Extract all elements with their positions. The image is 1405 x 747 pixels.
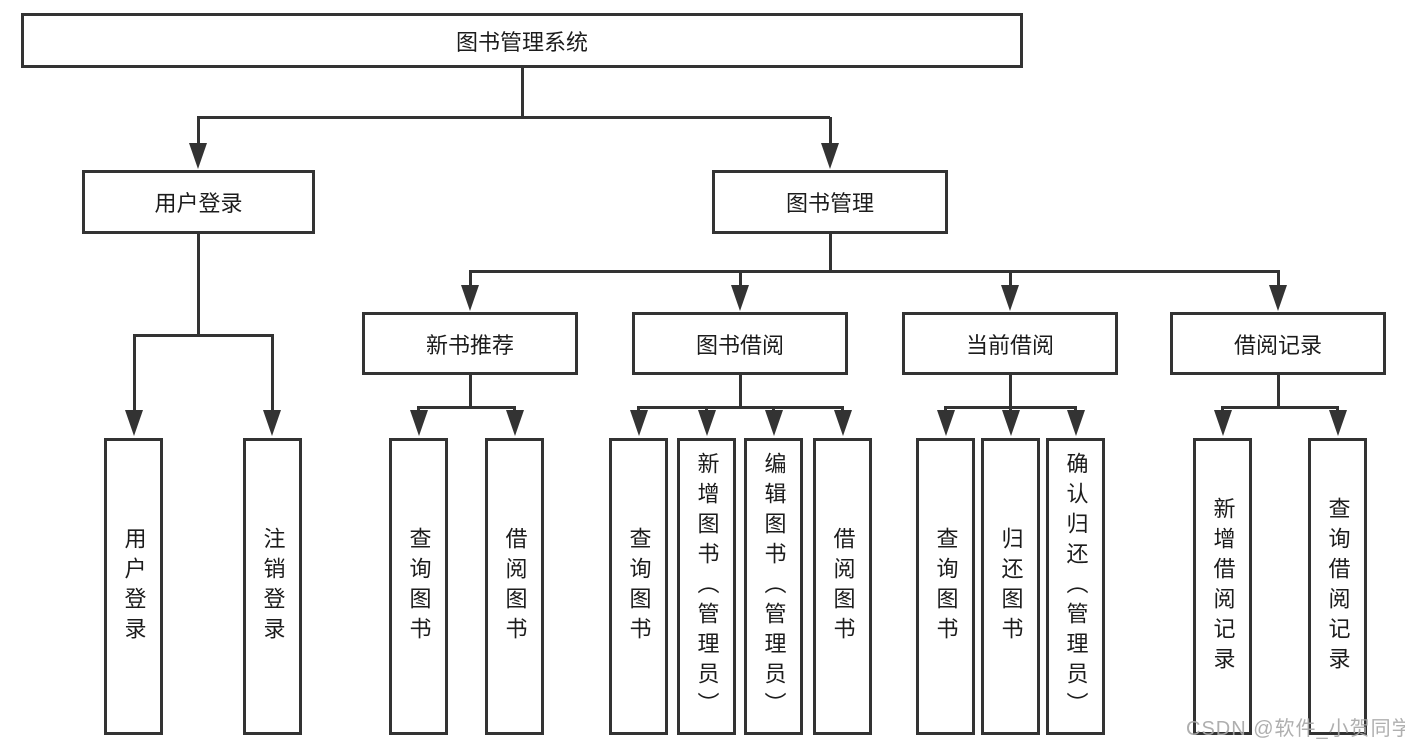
- node-book-borrow: 图书借阅: [632, 312, 848, 375]
- node-borrow-records-label: 借阅记录: [1233, 332, 1322, 358]
- leaf-borrow-books-label: 借阅图书: [830, 526, 856, 647]
- arrowhead-down-icon: [263, 410, 281, 436]
- leaf-add-books-admin-label: 新增图书（管理员）: [694, 451, 720, 722]
- connector-vline: [468, 270, 472, 287]
- connector-vline: [1276, 373, 1280, 407]
- connector-vline: [1336, 406, 1339, 412]
- connector-vline: [944, 406, 947, 412]
- arrowhead-down-icon: [1001, 410, 1020, 436]
- leaf-query-borrow-record: 查询借阅记录: [1308, 438, 1367, 735]
- leaf-query-books-borrow-label: 查询图书: [626, 526, 652, 647]
- connector-vline: [1008, 270, 1012, 287]
- node-book-management-label: 图书管理: [785, 191, 874, 216]
- arrowhead-down-icon: [125, 410, 143, 436]
- leaf-query-books-recommend: 查询图书: [389, 438, 448, 735]
- node-book-borrow-label: 图书借阅: [695, 332, 784, 358]
- connector-vline: [738, 373, 742, 407]
- connector-hline: [637, 405, 844, 409]
- node-borrow-records: 借阅记录: [1170, 312, 1386, 375]
- arrowhead-down-icon: [821, 143, 839, 169]
- connector-vline: [1276, 270, 1280, 287]
- leaf-edit-books-admin: 编辑图书（管理员）: [744, 438, 803, 735]
- leaf-add-books-admin: 新增图书（管理员）: [677, 438, 736, 735]
- node-root-label: 图书管理系统: [455, 29, 588, 55]
- node-root: 图书管理系统: [21, 13, 1023, 68]
- leaf-add-borrow-record: 新增借阅记录: [1193, 438, 1252, 735]
- leaf-query-books-recommend-label: 查询图书: [406, 526, 432, 647]
- arrowhead-down-icon: [764, 410, 783, 436]
- connector-vline: [828, 232, 832, 271]
- connector-vline: [196, 232, 200, 335]
- leaf-confirm-return-admin: 确认归还（管理员）: [1046, 438, 1105, 735]
- arrowhead-down-icon: [461, 285, 479, 311]
- connector-vline: [513, 406, 516, 412]
- connector-vline: [132, 334, 136, 412]
- node-new-book-recommend-label: 新书推荐: [425, 332, 514, 358]
- connector-vline: [637, 406, 640, 412]
- leaf-query-books-borrow: 查询图书: [609, 438, 668, 735]
- node-current-borrow-label: 当前借阅: [965, 332, 1054, 358]
- connector-vline: [520, 66, 524, 118]
- connector-vline: [1008, 373, 1012, 407]
- connector-vline: [468, 373, 472, 407]
- arrowhead-down-icon: [1213, 410, 1232, 436]
- leaf-query-borrow-record-label: 查询借阅记录: [1325, 496, 1351, 677]
- connector-vline: [841, 406, 844, 412]
- connector-vline: [196, 117, 200, 145]
- node-user-login: 用户登录: [82, 170, 315, 234]
- connector-hline: [196, 115, 830, 119]
- node-current-borrow: 当前借阅: [902, 312, 1118, 375]
- leaf-confirm-return-admin-label: 确认归还（管理员）: [1063, 451, 1089, 722]
- leaf-logout: 注销登录: [243, 438, 302, 735]
- csdn-watermark: CSDN @软件_小贺同学: [1186, 718, 1405, 740]
- arrowhead-down-icon: [697, 410, 716, 436]
- leaf-query-books-current: 查询图书: [916, 438, 975, 735]
- arrowhead-down-icon: [409, 410, 428, 436]
- connector-hline: [417, 405, 516, 409]
- connector-vline: [270, 334, 274, 412]
- arrowhead-down-icon: [505, 410, 524, 436]
- leaf-return-books: 归还图书: [981, 438, 1040, 735]
- leaf-borrow-books-recommend-label: 借阅图书: [502, 526, 528, 647]
- connector-vline: [828, 117, 832, 145]
- arrowhead-down-icon: [629, 410, 648, 436]
- arrowhead-down-icon: [1066, 410, 1085, 436]
- arrowhead-down-icon: [1328, 410, 1347, 436]
- leaf-borrow-books-recommend: 借阅图书: [485, 438, 544, 735]
- connector-hline: [1221, 405, 1339, 409]
- connector-vline: [738, 270, 742, 287]
- leaf-query-books-current-label: 查询图书: [933, 526, 959, 647]
- arrowhead-down-icon: [731, 285, 749, 311]
- connector-vline: [417, 406, 420, 412]
- connector-vline: [1221, 406, 1224, 412]
- leaf-user-login-label: 用户登录: [121, 526, 147, 647]
- leaf-logout-label: 注销登录: [260, 526, 286, 647]
- connector-vline: [1074, 406, 1077, 412]
- connector-vline: [772, 406, 775, 412]
- node-book-management: 图书管理: [712, 170, 948, 234]
- arrowhead-down-icon: [833, 410, 852, 436]
- node-user-login-label: 用户登录: [154, 191, 243, 216]
- leaf-user-login: 用户登录: [104, 438, 163, 735]
- arrowhead-down-icon: [1001, 285, 1019, 311]
- connector-hline: [132, 333, 274, 337]
- connector-vline: [1009, 406, 1012, 412]
- connector-hline: [468, 269, 1279, 273]
- leaf-borrow-books: 借阅图书: [813, 438, 872, 735]
- arrowhead-down-icon: [189, 143, 207, 169]
- leaf-edit-books-admin-label: 编辑图书（管理员）: [761, 451, 787, 722]
- connector-vline: [705, 406, 708, 412]
- leaf-add-borrow-record-label: 新增借阅记录: [1210, 496, 1236, 677]
- leaf-return-books-label: 归还图书: [998, 526, 1024, 647]
- arrowhead-down-icon: [936, 410, 955, 436]
- arrowhead-down-icon: [1269, 285, 1287, 311]
- node-new-book-recommend: 新书推荐: [362, 312, 578, 375]
